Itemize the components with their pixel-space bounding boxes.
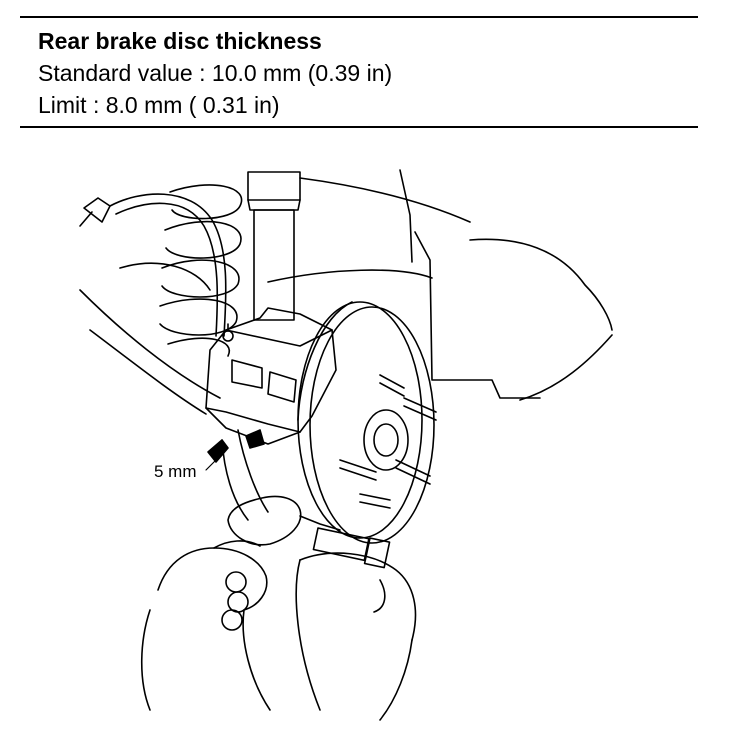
technician-hands [140, 540, 417, 721]
suspension-arm [79, 262, 221, 415]
wheel-hub [339, 374, 437, 509]
limit-line: Limit : 8.0 mm ( 0.31 in) [38, 90, 280, 120]
standard-value-line: Standard value : 10.0 mm (0.39 in) [38, 58, 392, 88]
callout-leader [205, 457, 219, 471]
standard-value-label: Standard value : [38, 60, 206, 86]
standard-value: 10.0 mm (0.39 in) [211, 60, 393, 86]
shock-absorber [247, 171, 301, 321]
spec-title: Rear brake disc thickness [38, 28, 322, 54]
top-rule [20, 16, 698, 18]
coil-spring [159, 184, 243, 357]
wheel-studs [339, 374, 437, 509]
brake-disc-measurement-illustration: 5 mm [79, 169, 613, 721]
brake-disc [297, 301, 435, 544]
callout-5mm: 5 mm [154, 462, 197, 481]
micrometer-tool [221, 429, 391, 569]
bottom-rule [20, 126, 698, 128]
measurement-arrows [207, 429, 265, 463]
brake-caliper [205, 307, 337, 445]
limit-label: Limit : [38, 92, 100, 118]
brake-hose [79, 193, 227, 337]
body-panel-outline [267, 169, 613, 401]
limit-value: 8.0 mm ( 0.31 in) [105, 92, 280, 118]
